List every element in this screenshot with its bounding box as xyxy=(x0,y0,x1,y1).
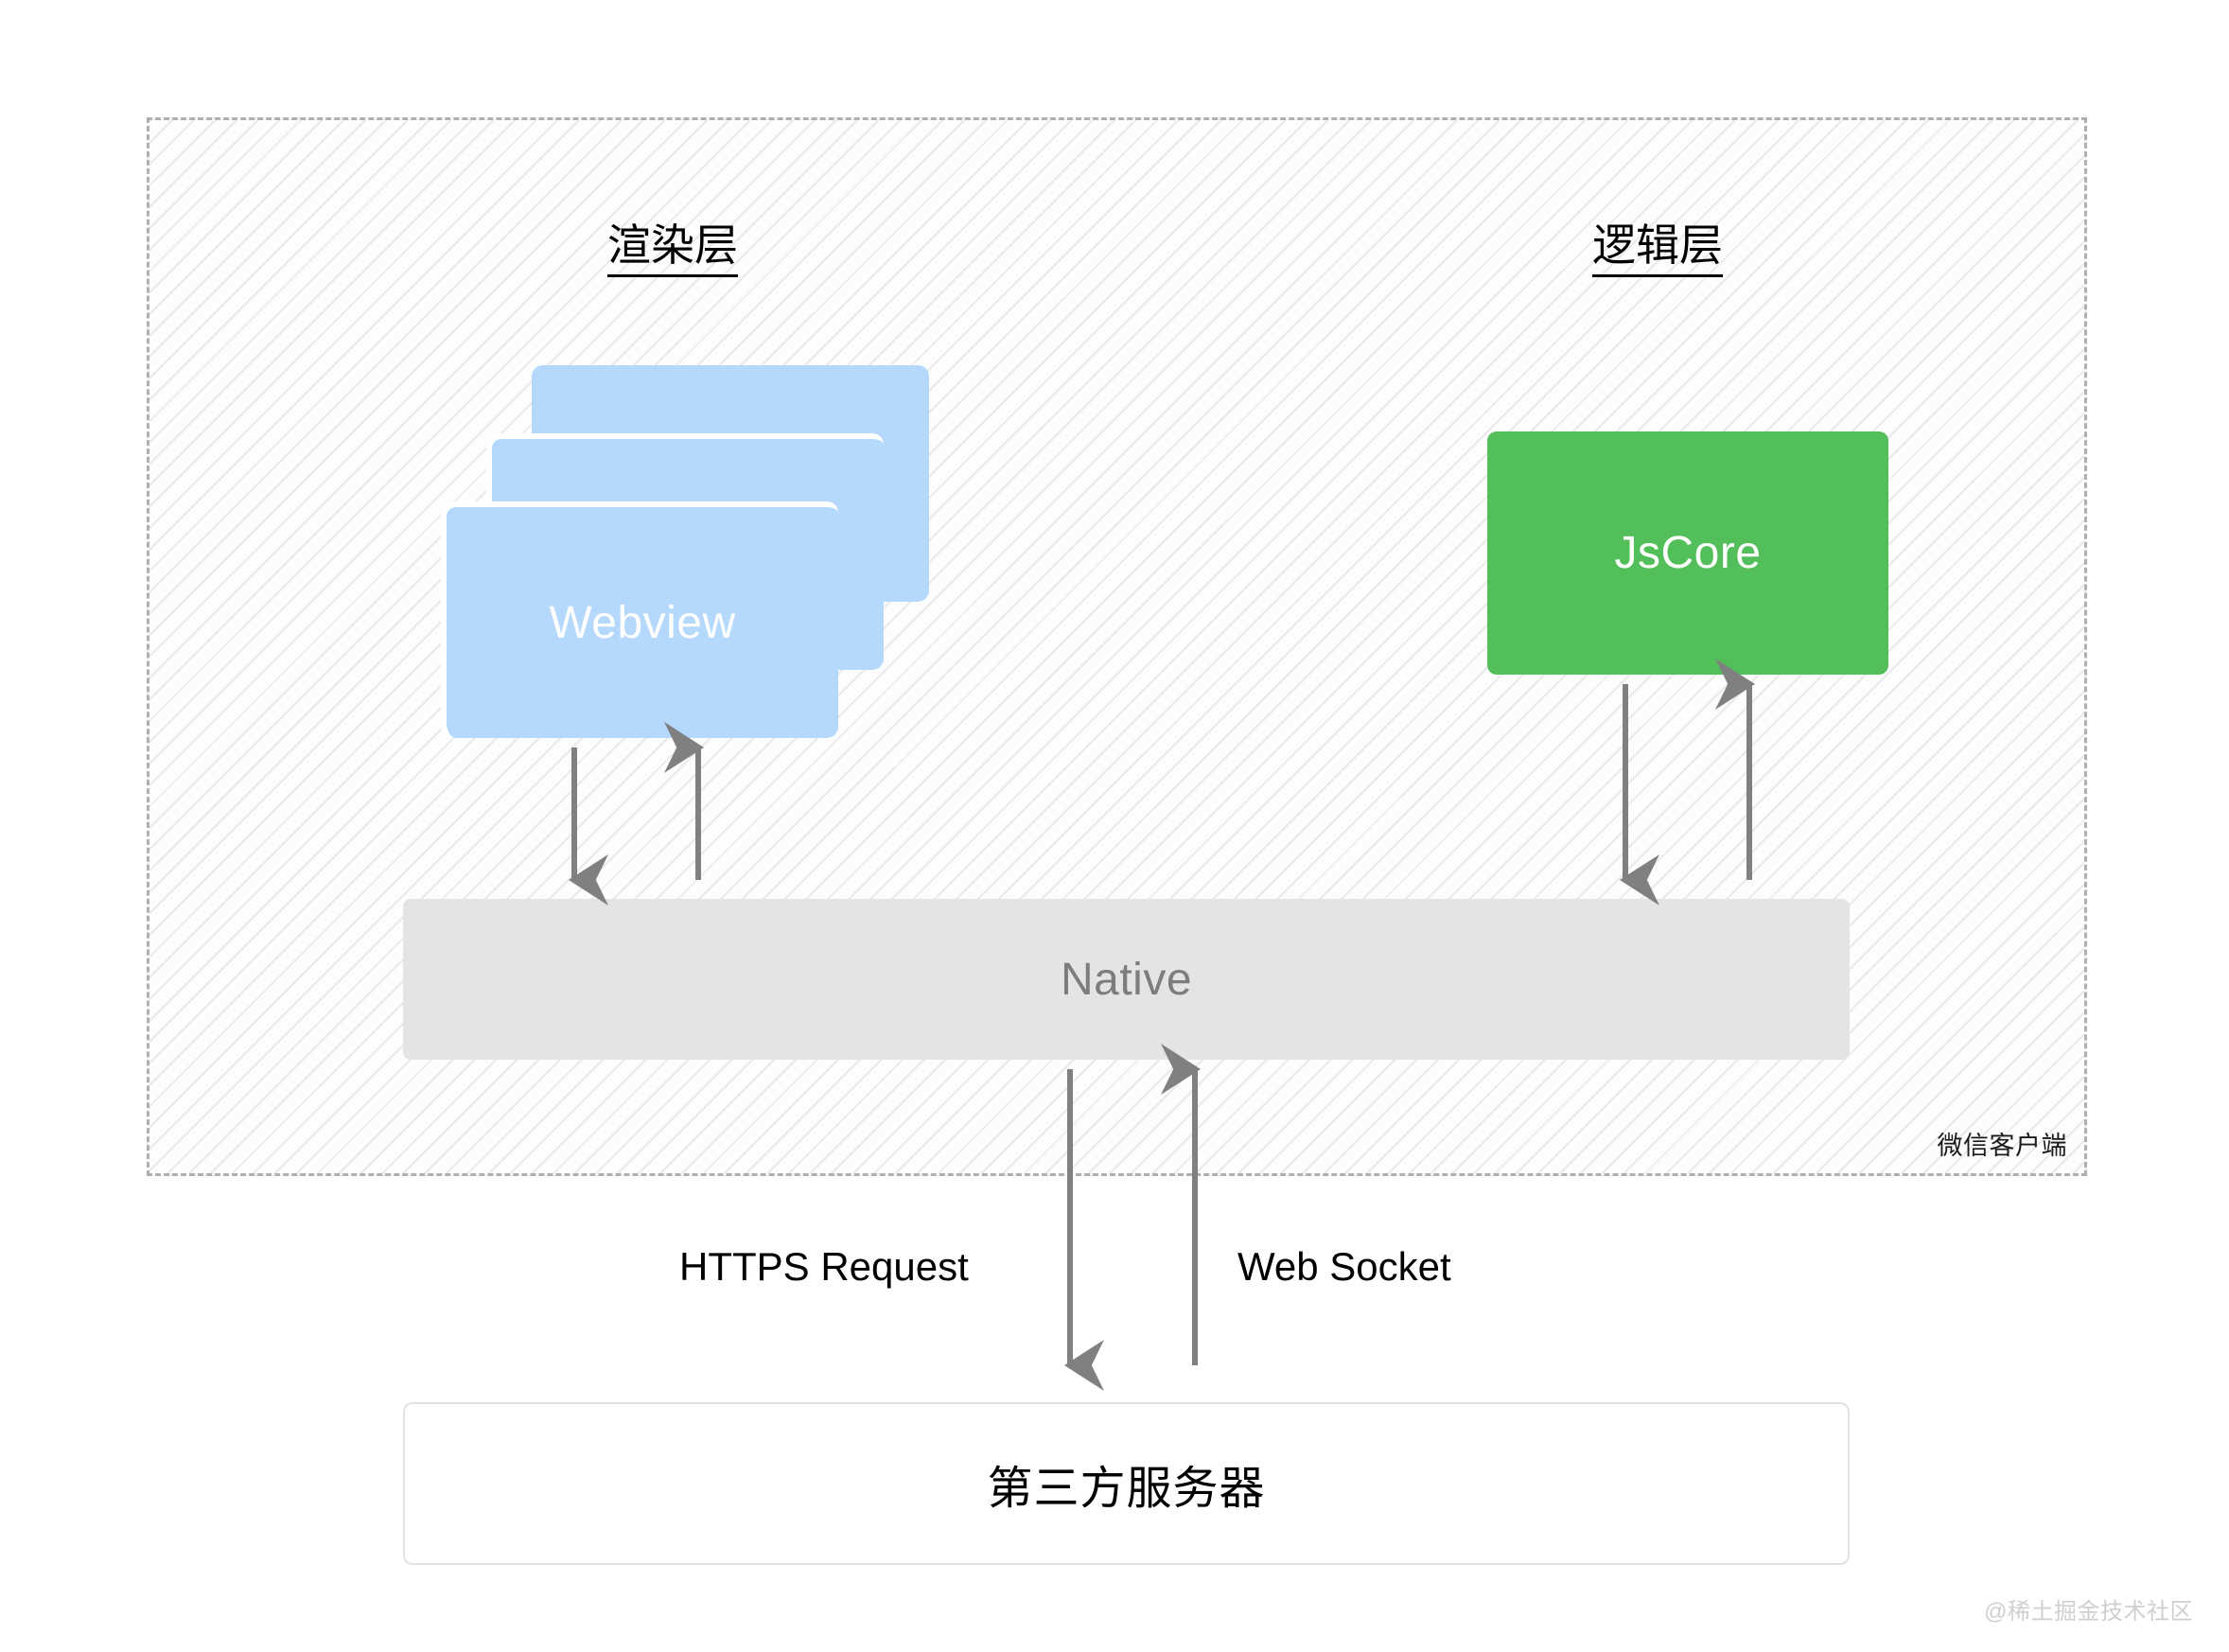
webview-stack: Webview xyxy=(441,365,929,738)
web-socket-label: Web Socket xyxy=(1237,1244,1451,1289)
wechat-client-label: 微信客户端 xyxy=(1937,1132,2067,1160)
native-label: Native xyxy=(1060,954,1193,1005)
third-party-server-label: 第三方服务器 xyxy=(987,1464,1266,1514)
watermark: @稀土掘金技术社区 xyxy=(1984,1599,2193,1625)
native-node: Native xyxy=(403,899,1850,1060)
jscore-label: JsCore xyxy=(1614,528,1762,578)
webview-label: Webview xyxy=(549,597,736,648)
layer-title-render: 渲染层 xyxy=(607,220,738,277)
jscore-node: JsCore xyxy=(1487,431,1888,675)
third-party-server-node: 第三方服务器 xyxy=(403,1402,1850,1565)
webview-card-front: Webview xyxy=(441,501,838,738)
https-request-label: HTTPS Request xyxy=(679,1244,969,1289)
layer-title-logic: 逻辑层 xyxy=(1592,220,1723,277)
